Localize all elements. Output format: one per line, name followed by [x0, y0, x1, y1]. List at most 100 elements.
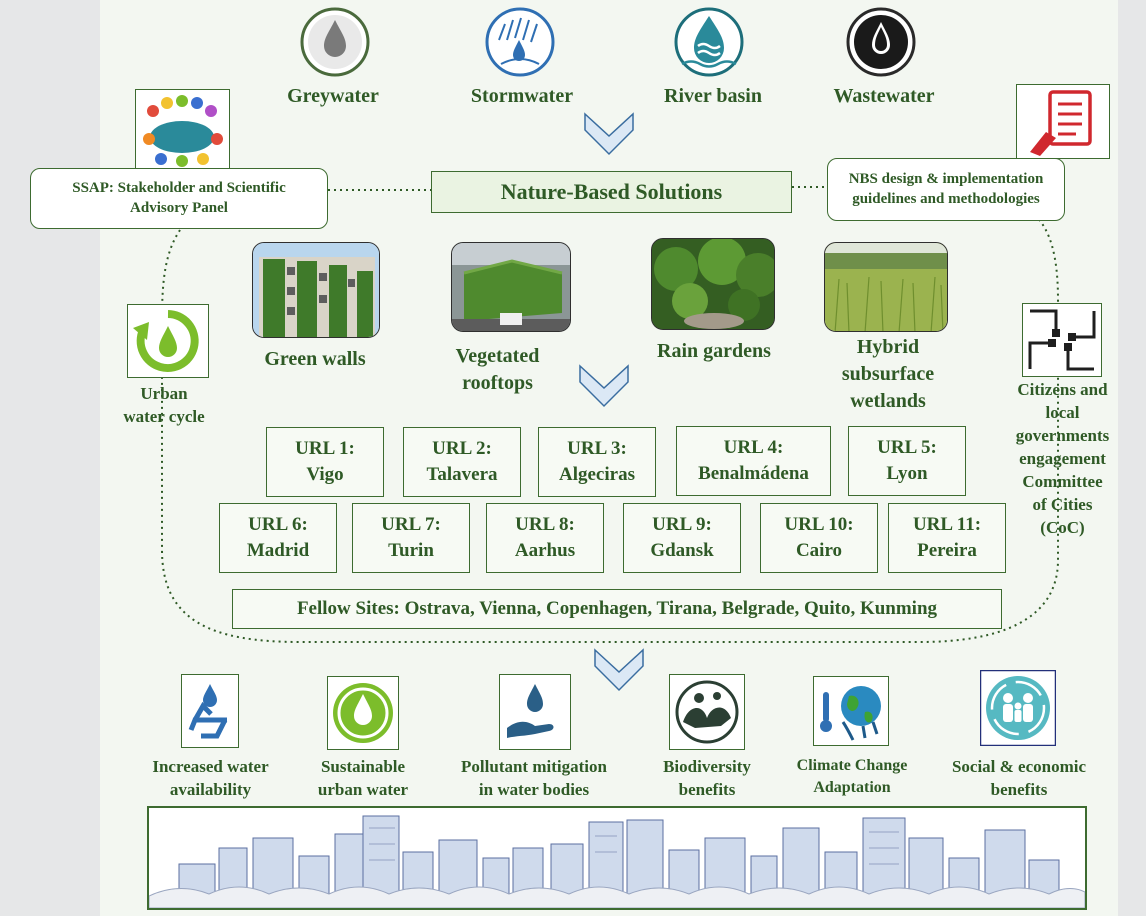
city-skyline-illustration — [147, 806, 1087, 910]
url-code: URL 11: — [912, 514, 982, 536]
recycle-water-icon — [181, 674, 239, 748]
benefit-line: urban water — [317, 780, 409, 799]
guidelines-line1: NBS design & implementation — [848, 171, 1044, 187]
url-box-pereira: URL 11: Pereira — [888, 503, 1006, 573]
hybrid-wetlands-line3: wetlands — [850, 390, 926, 412]
benefit-pollutant-label: Pollutant mitigation in water bodies — [445, 755, 623, 801]
benefit-line: in water bodies — [478, 780, 590, 799]
hybrid-wetlands-label: Hybrid subsurface wetlands — [822, 334, 954, 415]
url-code: URL 5: — [877, 437, 937, 459]
url-box-benalmadena: URL 4: Benalmádena — [676, 426, 831, 496]
benefit-line: Increased water — [152, 757, 269, 776]
citizens-line: Committee — [1022, 472, 1103, 491]
hybrid-wetlands-line1: Hybrid — [856, 336, 920, 358]
citizens-engagement-label: Citizens and local governments engagemen… — [1000, 378, 1125, 539]
dotted-connectors — [160, 186, 1059, 643]
rain-gardens-label: Rain gardens — [657, 340, 771, 362]
greywater-drop-icon — [300, 7, 370, 77]
benefit-line: benefits — [678, 780, 736, 799]
benefit-line: Pollutant mitigation — [461, 757, 607, 776]
guidelines-line2: guidelines and methodologies — [852, 190, 1040, 207]
url-city: Turin — [388, 540, 434, 561]
vegetated-rooftops-line1: Vegetated — [455, 345, 540, 367]
arrow-down-icon — [594, 648, 644, 692]
fellow-sites-box: Fellow Sites: Ostrava, Vienna, Copenhage… — [232, 589, 1002, 629]
url-box-madrid: URL 6: Madrid — [219, 503, 337, 573]
greywater-label: Greywater — [287, 85, 379, 107]
hybrid-wetlands-line2: subsurface — [841, 363, 935, 385]
url-box-aarhus: URL 8: Aarhus — [486, 503, 604, 573]
url-city: Madrid — [246, 540, 310, 561]
stormwater-rain-icon — [485, 7, 555, 77]
benefit-climate-label: Climate Change Adaptation — [782, 755, 922, 799]
benefit-line: Climate Change — [796, 757, 908, 774]
hybrid-wetlands-photo — [824, 242, 948, 332]
url-code: URL 6: — [248, 514, 308, 536]
benefit-social-label: Social & economic benefits — [938, 755, 1100, 801]
url-code: URL 9: — [652, 514, 712, 536]
citizens-line: governments — [1015, 426, 1110, 445]
benefit-biodiversity-label: Biodiversity benefits — [644, 755, 770, 801]
benefit-line: availability — [169, 780, 252, 799]
hand-water-drop-icon — [499, 674, 571, 750]
url-city: Gdansk — [650, 540, 714, 561]
benefit-increased-water-label: Increased water availability — [138, 755, 283, 801]
citizens-line: local — [1045, 403, 1080, 422]
sustainable-water-icon — [327, 676, 399, 750]
hands-engagement-icon — [1022, 303, 1102, 377]
url-box-gdansk: URL 9: Gdansk — [623, 503, 741, 573]
url-city: Vigo — [306, 464, 344, 485]
biodiversity-icon — [669, 674, 745, 750]
vegetated-rooftops-line2: rooftops — [462, 372, 533, 394]
url-box-vigo: URL 1: Vigo — [266, 427, 384, 497]
citizens-line: engagement — [1019, 449, 1106, 468]
climate-globe-thermometer-icon — [813, 676, 889, 746]
ssap-line2: Advisory Panel — [130, 199, 228, 216]
url-box-cairo: URL 10: Cairo — [760, 503, 878, 573]
stakeholder-meeting-image — [135, 89, 230, 169]
url-box-turin: URL 7: Turin — [352, 503, 470, 573]
vegetated-rooftops-label: Vegetated rooftops — [430, 343, 565, 397]
url-box-talavera: URL 2: Talavera — [403, 427, 521, 497]
url-box-algeciras: URL 3: Algeciras — [538, 427, 656, 497]
citizens-line: of Cities — [1032, 495, 1093, 514]
diagram-canvas: Greywater Stormwater River basin Wastewa… — [30, 0, 1118, 916]
citizens-line: Citizens and — [1017, 380, 1108, 399]
benefit-line: benefits — [990, 780, 1048, 799]
urban-water-cycle-label: Urban water cycle — [104, 382, 224, 428]
urban-water-cycle-icon — [127, 304, 209, 378]
url-city: Talavera — [426, 464, 498, 485]
fellow-sites-text: Fellow Sites: Ostrava, Vienna, Copenhage… — [296, 598, 938, 619]
nbs-title-box: Nature-Based Solutions — [431, 171, 792, 213]
url-city: Aarhus — [514, 540, 576, 561]
url-city: Benalmádena — [698, 463, 809, 484]
wastewater-label: Wastewater — [833, 85, 935, 107]
url-code: URL 4: — [723, 437, 784, 459]
river-basin-label: River basin — [664, 85, 762, 107]
url-code: URL 7: — [381, 514, 441, 536]
url-code: URL 2: — [432, 438, 492, 460]
arrow-down-icon — [579, 364, 629, 408]
url-city: Algeciras — [559, 464, 635, 485]
stormwater-label: Stormwater — [470, 85, 574, 107]
url-city: Cairo — [795, 540, 843, 561]
social-community-icon — [980, 670, 1056, 746]
benefit-line: Adaptation — [813, 779, 891, 796]
urban-water-cycle-line2: water cycle — [123, 407, 205, 426]
green-walls-label: Green walls — [264, 348, 366, 370]
document-guidelines-icon — [1016, 84, 1110, 159]
urban-water-cycle-line1: Urban — [140, 384, 188, 403]
benefit-line: Biodiversity — [663, 757, 751, 776]
url-code: URL 8: — [515, 514, 575, 536]
rain-gardens-photo — [651, 238, 775, 330]
url-code: URL 1: — [295, 438, 355, 460]
vegetated-rooftops-photo — [451, 242, 571, 332]
benefit-line: Sustainable — [320, 757, 406, 776]
url-city: Lyon — [886, 463, 928, 484]
url-code: URL 3: — [567, 438, 627, 460]
benefit-line: Social & economic — [951, 757, 1087, 776]
guidelines-box: NBS design & implementation guidelines an… — [827, 158, 1065, 221]
river-basin-icon — [674, 7, 744, 77]
url-city: Pereira — [917, 540, 977, 561]
nbs-title: Nature-Based Solutions — [500, 179, 723, 204]
